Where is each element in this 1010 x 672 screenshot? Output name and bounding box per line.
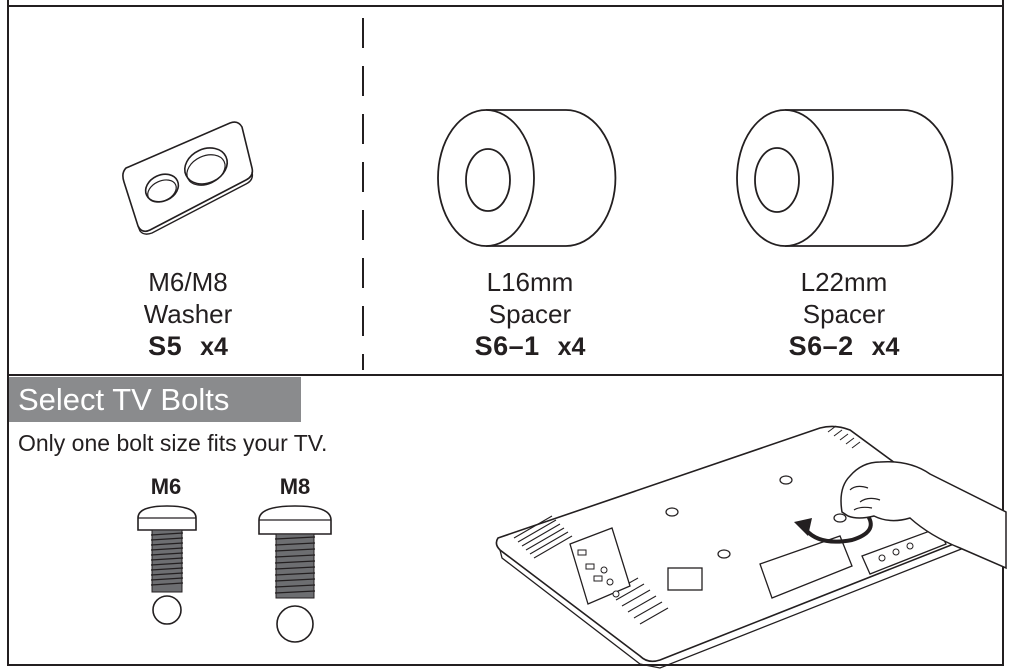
part-code: S6–1 — [474, 331, 540, 361]
section-divider — [7, 374, 1004, 376]
dashed-separator — [362, 18, 364, 370]
part-label-washer: M6/M8 Washer S5 x4 — [118, 266, 258, 363]
manual-page-frame — [7, 0, 1004, 666]
part-qty: x4 — [871, 333, 900, 361]
part-code: S6–2 — [788, 331, 854, 361]
spacer-16mm-illustration — [437, 109, 617, 247]
washer-illustration — [122, 121, 254, 235]
section-title-banner: Select TV Bolts — [9, 377, 301, 422]
spacer-22mm-illustration — [736, 109, 954, 247]
m6-bolt-illustration — [137, 505, 197, 625]
part-name: Spacer — [488, 299, 572, 329]
part-size: L16mm — [486, 267, 574, 297]
part-name: Spacer — [802, 299, 886, 329]
m8-bolt-illustration — [258, 505, 332, 643]
bolt-size-note: Only one bolt size fits your TV. — [18, 430, 328, 456]
part-label-spacer-22: L22mm Spacer S6–2 x4 — [754, 266, 934, 363]
part-qty: x4 — [557, 333, 586, 361]
part-label-spacer-16: L16mm Spacer S6–1 x4 — [440, 266, 620, 363]
bolt-label-m8: M8 — [279, 474, 311, 499]
top-rule — [7, 5, 1004, 7]
part-size: L22mm — [800, 267, 888, 297]
part-qty: x4 — [200, 333, 228, 361]
tv-back-illustration — [495, 425, 1007, 669]
part-size: M6/M8 — [148, 267, 228, 297]
part-name: Washer — [143, 299, 233, 329]
bolt-label-m6: M6 — [150, 474, 182, 499]
part-code: S5 — [148, 331, 183, 361]
